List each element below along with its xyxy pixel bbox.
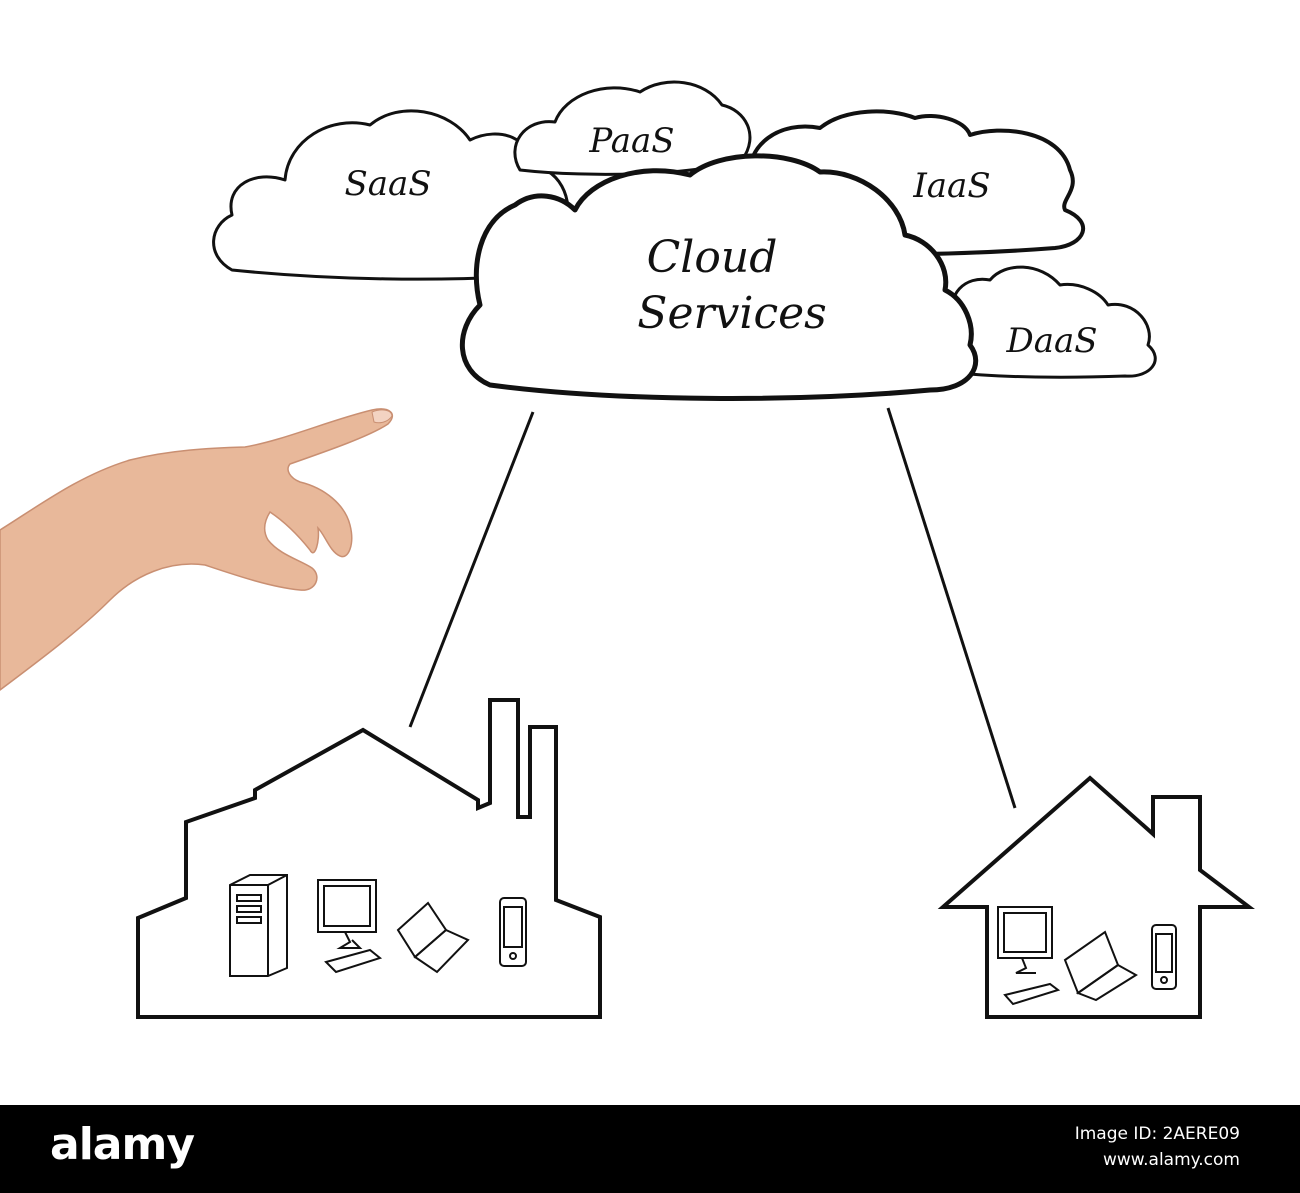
cloud-services-diagram: SaaS PaaS IaaS DaaS Cloud Services	[0, 0, 1300, 1105]
house-laptop-icon	[1065, 932, 1136, 1000]
cloud-services-label-line1: Cloud	[647, 232, 778, 283]
house-phone-icon	[1152, 925, 1176, 989]
saas-label: SaaS	[344, 164, 431, 204]
factory-laptop-icon	[398, 903, 468, 972]
factory-phone-icon	[500, 898, 526, 966]
iaas-label: IaaS	[912, 166, 990, 206]
connector-line-house	[888, 408, 1015, 808]
image-id-text: Image ID: 2AERE09	[1075, 1121, 1240, 1147]
connector-line-factory	[410, 412, 533, 727]
factory-monitor-icon	[318, 880, 380, 972]
house-monitor-icon	[998, 907, 1058, 1004]
watermark-footer: alamy Image ID: 2AERE09 www.alamy.com	[0, 1105, 1300, 1193]
paas-label: PaaS	[588, 121, 674, 161]
factory-server-icon	[230, 875, 287, 976]
brand-logo: alamy	[50, 1119, 194, 1170]
factory-building	[138, 700, 600, 1017]
daas-label: DaaS	[1005, 321, 1097, 361]
image-info: Image ID: 2AERE09 www.alamy.com	[1075, 1121, 1240, 1173]
cloud-services-label-line2: Services	[637, 288, 826, 339]
pointing-hand-image	[0, 409, 392, 690]
image-url-text: www.alamy.com	[1075, 1147, 1240, 1173]
